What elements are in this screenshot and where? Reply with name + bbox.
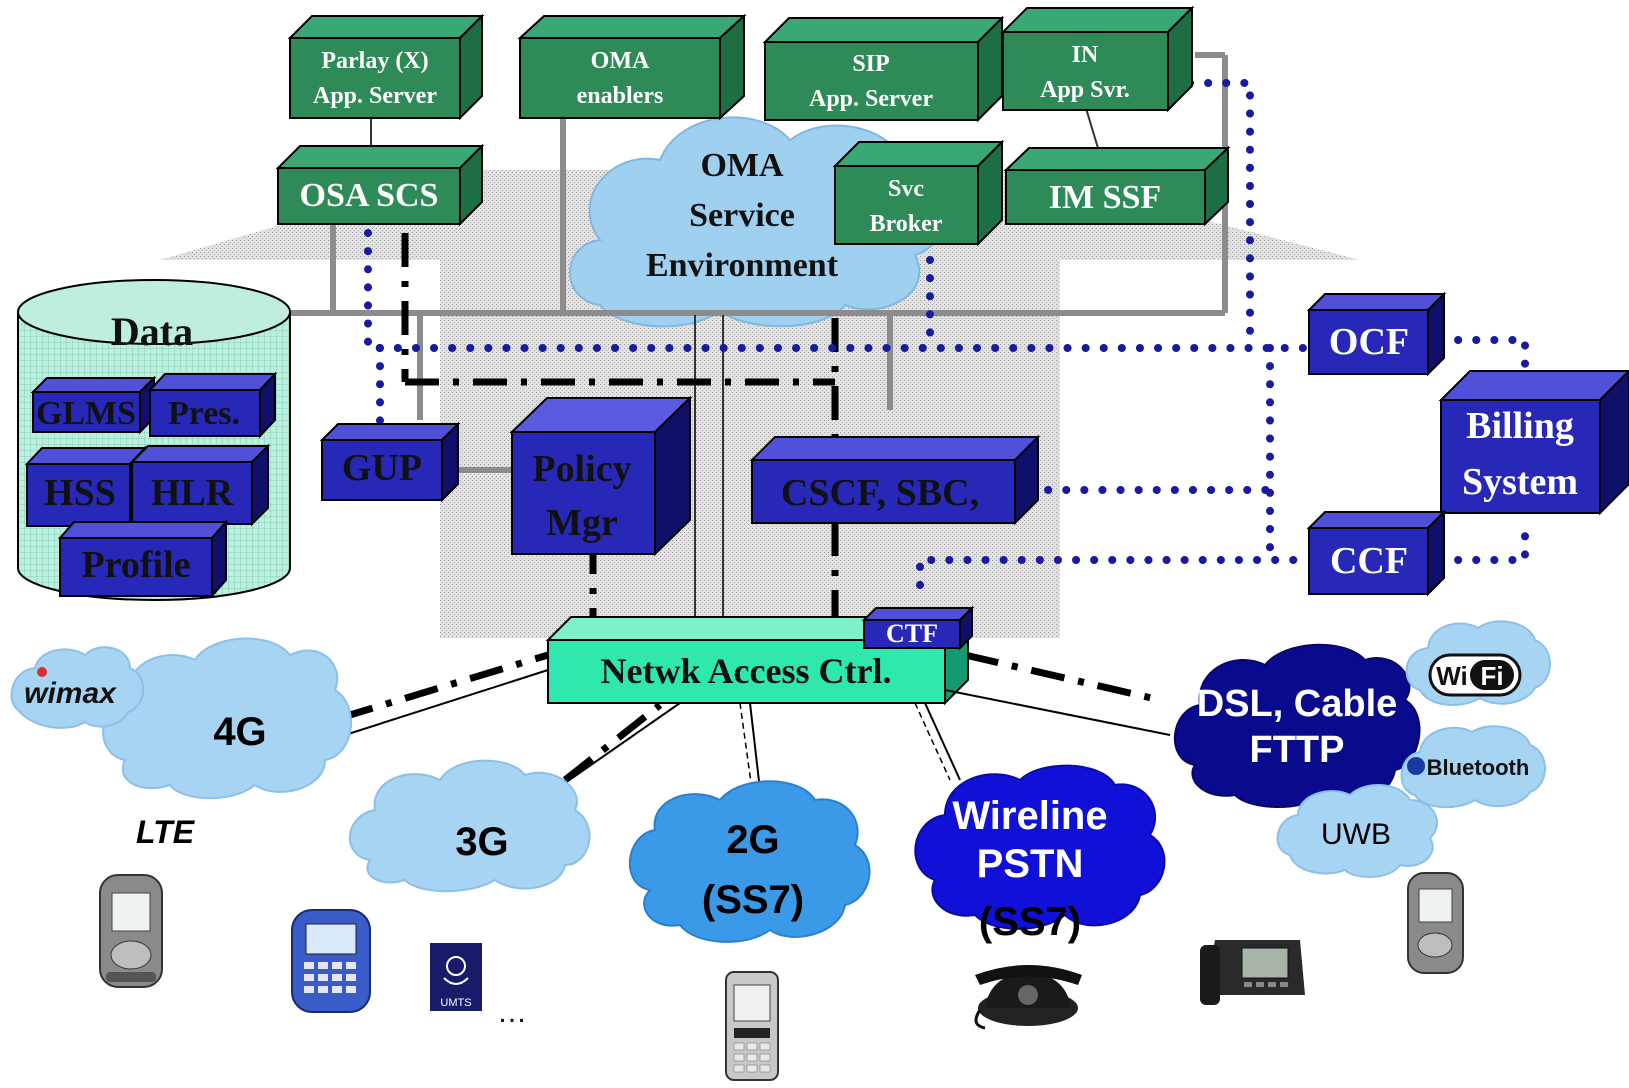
thin-connectors [370, 104, 1099, 620]
gray-connectors [290, 52, 1228, 473]
billing-line1: Billing [1466, 405, 1574, 447]
blackberry-icon [291, 909, 371, 1013]
bluetooth-logo: Bluetooth [1400, 725, 1546, 809]
wimax-dot [37, 667, 47, 677]
data-item-hlr[interactable]: HLR [129, 443, 271, 527]
svc-broker-line2: Broker [870, 211, 943, 237]
cscf-sbc-box[interactable]: CSCF, SBC, [749, 434, 1041, 526]
gup-label: GUP [342, 447, 422, 489]
oma-env-line2: Service [689, 197, 795, 234]
access-links-dashed [739, 702, 951, 791]
ocf-box[interactable]: OCF [1306, 291, 1447, 377]
ocf-label: OCF [1329, 321, 1409, 363]
policy-line2: Mgr [546, 502, 618, 544]
lte-label: LTE [136, 814, 196, 850]
svc-broker-line1: Svc [888, 176, 924, 202]
cloud-4g[interactable]: 4G [102, 637, 352, 800]
svc-broker-box[interactable]: Svc Broker [832, 139, 1005, 247]
parlay-line1: Parlay (X) [321, 48, 428, 74]
data-title: Data [111, 309, 193, 354]
im-ssf-label: IM SSF [1049, 179, 1161, 216]
cloud-dsl-cable-fttp[interactable]: DSL, Cable FTTP [1173, 643, 1421, 808]
oma-env-line3: Environment [646, 247, 839, 284]
in-app-line1: IN [1072, 42, 1099, 68]
dsl-line1: DSL, Cable [1197, 683, 1398, 725]
sip-line1: SIP [852, 51, 889, 77]
cloud-3g[interactable]: 3G [348, 759, 591, 893]
hss-label: HSS [44, 472, 116, 514]
oma-env-line1: OMA [700, 147, 784, 184]
wifi-fi: Fi [1480, 661, 1503, 691]
cloud-2g-line2: (SS7) [702, 878, 804, 922]
data-item-hss[interactable]: HSS [24, 445, 148, 529]
bluetooth-icon [1407, 757, 1425, 775]
sip-line2: App. Server [809, 86, 933, 112]
wimax-logo: wimax [10, 646, 145, 729]
osa-scs-box[interactable]: OSA SCS [275, 143, 485, 227]
bluetooth-text: Bluetooth [1427, 755, 1530, 780]
glms-label: GLMS [36, 395, 136, 432]
cloud-3g-label: 3G [455, 820, 508, 864]
policy-mgr-box[interactable]: Policy Mgr [509, 395, 693, 557]
wifi-logo: Wi Fi [1405, 620, 1551, 706]
wireline-line1: Wireline [952, 794, 1107, 838]
ccf-box[interactable]: CCF [1306, 509, 1447, 597]
ccf-label: CCF [1330, 540, 1408, 582]
data-item-glms[interactable]: GLMS [30, 375, 157, 435]
hlr-label: HLR [151, 472, 234, 514]
pres-label: Pres. [168, 395, 240, 432]
oma-enablers-line1: OMA [591, 48, 650, 74]
im-ssf-box[interactable]: IM SSF [1003, 145, 1231, 227]
cloud-uwb[interactable]: UWB [1276, 783, 1439, 878]
cloud-4g-label: 4G [213, 710, 266, 754]
sip-app-server-box[interactable]: SIP App. Server [762, 15, 1005, 123]
ctf-box[interactable]: CTF [861, 605, 975, 651]
umts-text: UMTS [440, 997, 471, 1009]
ctf-label: CTF [886, 619, 938, 648]
data-item-pres[interactable]: Pres. [147, 371, 278, 439]
cloud-2g-line1: 2G [726, 818, 779, 862]
ip-desk-phone-icon [1200, 940, 1305, 1005]
cloud-wireline-pstn[interactable]: Wireline PSTN (SS7) [914, 764, 1166, 944]
mobile-phone-icon [99, 874, 163, 988]
billing-line2: System [1462, 461, 1578, 503]
gup-box[interactable]: GUP [319, 421, 461, 503]
mobile-phone-icon-right [1407, 872, 1464, 974]
data-item-profile[interactable]: Profile [57, 519, 229, 599]
cscf-label: CSCF, SBC, [781, 472, 979, 514]
wireline-line3: (SS7) [979, 900, 1081, 944]
oma-enablers-box[interactable]: OMA enablers [517, 13, 747, 121]
dsl-line2: FTTP [1250, 729, 1345, 771]
parlay-line2: App. Server [313, 83, 437, 109]
parlay-app-server-box[interactable]: Parlay (X) App. Server [287, 13, 485, 121]
wireline-line2: PSTN [977, 842, 1084, 886]
access-links [344, 669, 1171, 791]
wifi-wi: Wi [1436, 661, 1468, 691]
nac-label: Netwk Access Ctrl. [601, 651, 892, 691]
uwb-label: UWB [1321, 818, 1391, 851]
wimax-text: wimax [24, 677, 117, 710]
billing-system-box[interactable]: Billing System [1438, 369, 1629, 516]
osa-scs-label: OSA SCS [300, 177, 439, 214]
profile-label: Profile [81, 544, 190, 586]
umts-logo: UMTS [430, 943, 482, 1011]
cloud-2g[interactable]: 2G (SS7) [628, 780, 871, 943]
oma-enablers-line2: enablers [577, 83, 664, 109]
in-app-line2: App Svr. [1040, 77, 1130, 103]
rotary-telephone-icon [974, 965, 1082, 1030]
policy-line1: Policy [532, 448, 631, 490]
candybar-phone-icon [725, 971, 779, 1081]
ellipsis-label: … [497, 996, 527, 1029]
in-app-server-box[interactable]: IN App Svr. [1000, 5, 1195, 113]
dotted-charging-lines [364, 79, 1529, 589]
